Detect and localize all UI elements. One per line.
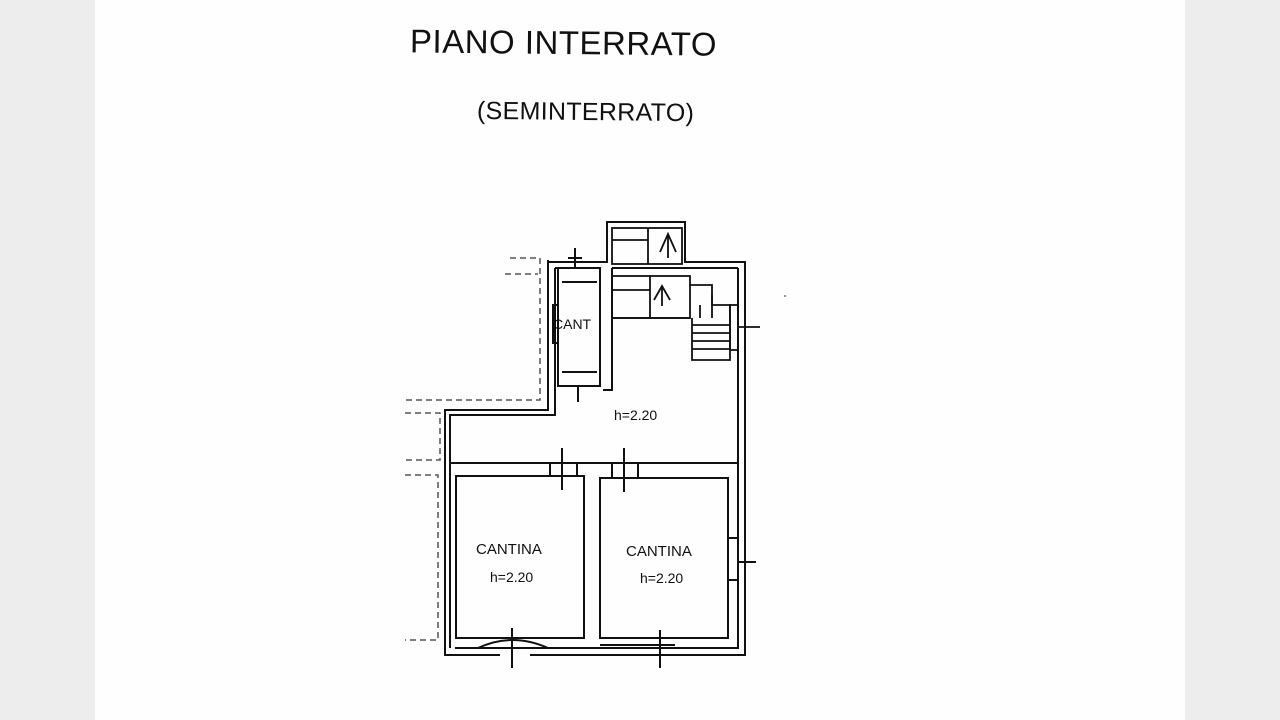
- adjacent-property-lines: [405, 257, 541, 641]
- staircase: [611, 227, 760, 361]
- hall-height-label: h=2.20: [614, 407, 657, 423]
- cellar-left-label: CANTINA: [476, 541, 542, 558]
- cellar-left-height-label: h=2.20: [490, 569, 533, 585]
- exterior-walls: [444, 221, 746, 656]
- cellar-right-height-label: h=2.20: [640, 570, 683, 586]
- interior-walls: [450, 268, 756, 668]
- cellar-right-label: CANTINA: [626, 543, 692, 560]
- paper-sheet: [95, 0, 1185, 720]
- small-cellar-walls: [552, 248, 601, 402]
- paper-speck: [784, 295, 786, 297]
- small-cellar-label: CANT: [553, 316, 592, 332]
